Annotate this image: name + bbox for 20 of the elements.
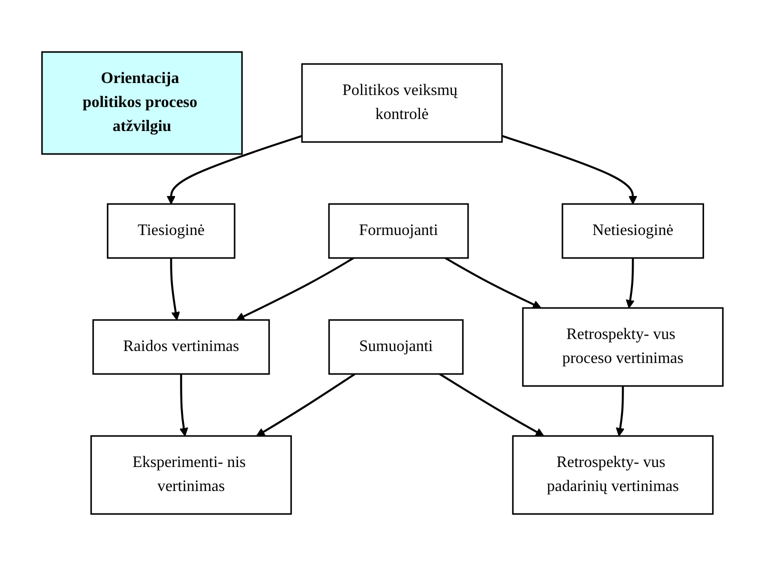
arrow: [170, 258, 180, 320]
arrow: [501, 134, 637, 204]
arrow: [615, 386, 624, 436]
node-box: Netiesioginė: [561, 203, 704, 259]
node-box: Raidos vertinimas: [92, 319, 270, 375]
node-box: Retrospekty- vus proceso vertinimas: [522, 307, 724, 387]
node-box: Retrospekty- vus padarinių vertinimas: [512, 435, 714, 515]
node-box: Orientacija politikos proceso atžvilgiu: [40, 51, 242, 155]
arrow: [625, 258, 634, 308]
arrow: [236, 257, 354, 320]
arrow: [438, 373, 544, 436]
node-box: Eksperimenti- nis vertinimas: [90, 435, 292, 515]
node-box: Politikos veiksmų kontrolė: [300, 63, 502, 143]
arrow: [166, 134, 302, 204]
node-box: Sumuojanti: [328, 319, 464, 375]
node-box: Formuojanti: [328, 203, 468, 259]
node-box: Tiesioginė: [106, 203, 235, 259]
arrow: [179, 374, 188, 436]
arrow: [256, 373, 355, 436]
arrow: [444, 257, 541, 309]
